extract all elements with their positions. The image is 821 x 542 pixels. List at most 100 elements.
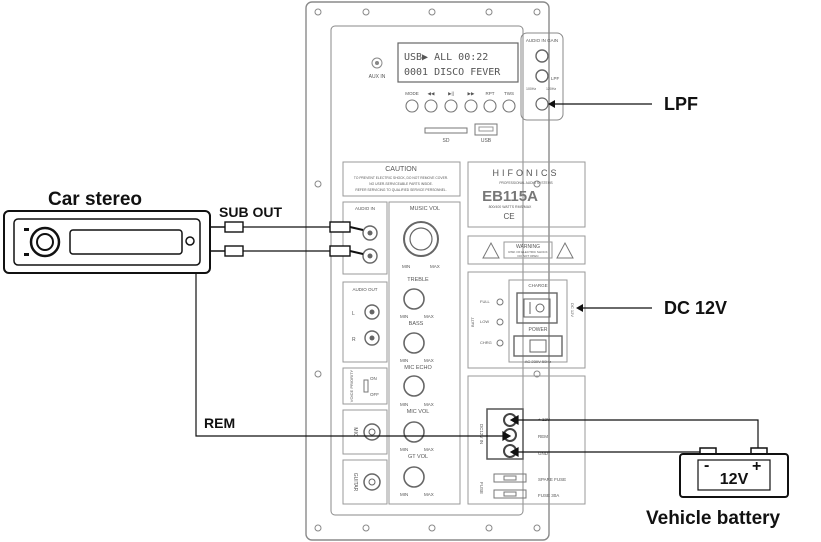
rca-plug-right-stereo (224, 245, 244, 257)
voice-off-label: OFF (370, 392, 379, 397)
dc12v-in-label: DC12V IN (479, 424, 484, 444)
audio-out-right-jack[interactable] (364, 330, 380, 346)
audio-out-section: AUDIO OUT L R (342, 281, 388, 363)
mounting-screws (314, 8, 541, 532)
caution-line-2: REFER SERVICING TO QUALIFIED SERVICE PER… (355, 188, 446, 192)
low-led (496, 318, 504, 326)
ac-power-socket[interactable] (513, 335, 563, 357)
car-stereo-unit (3, 210, 211, 274)
lcd-display (397, 42, 519, 83)
rem-small-label: REM (538, 434, 548, 439)
voice-priority-switch[interactable] (363, 379, 369, 393)
mic-echo-min: MIN (400, 402, 408, 407)
usb-port[interactable] (474, 123, 498, 136)
spare-fuse-holder[interactable] (493, 473, 527, 483)
music-vol-max: MAX (430, 264, 440, 269)
stereo-volume-knob[interactable] (29, 226, 61, 258)
vehicle-battery (679, 447, 789, 498)
charge-switch[interactable] (516, 292, 558, 324)
chrg-label: CHRG (480, 340, 492, 345)
amplifier-panel (305, 1, 550, 541)
sd-slot[interactable] (424, 127, 468, 134)
button-label-5: TWS (504, 91, 514, 96)
full-led (496, 298, 504, 306)
audio-out-label: AUDIO OUT (352, 287, 377, 292)
guitar-label: GUITAR (352, 473, 358, 492)
lpf-small-label: LPF (551, 76, 560, 81)
audio-in-jack-top[interactable] (362, 225, 378, 241)
prev-button[interactable] (424, 99, 438, 113)
treble-knob[interactable] (403, 288, 425, 310)
tws-button[interactable] (502, 99, 516, 113)
sd-label: SD (443, 138, 450, 144)
battery-plus-label: + (752, 458, 761, 475)
mode-button[interactable] (405, 99, 419, 113)
treble-min: MIN (400, 314, 408, 319)
warning-line-1: DO NOT OPEN (518, 254, 539, 258)
rca-plug-left-stereo (224, 221, 244, 233)
rem-label: REM (204, 415, 235, 431)
usb-label: USB (481, 138, 492, 144)
model-name: EB115A (482, 188, 538, 205)
mic-label: MIC (352, 427, 358, 437)
bass-max: MAX (424, 358, 434, 363)
audio-in-jack-bottom[interactable] (362, 248, 378, 264)
button-label-3: ▶▶ (468, 91, 475, 96)
rca-plug-left-amp (329, 221, 351, 233)
fuse-label: FUSE (479, 482, 484, 494)
power-label: POWER (529, 327, 548, 333)
low-label: LOW (480, 319, 489, 324)
mic-vol-label: MIC VOL (407, 409, 430, 415)
aux-in-jack[interactable] (371, 57, 383, 69)
lpf-min-label: 100Hz (526, 87, 536, 91)
button-label-0: MODE (405, 91, 419, 96)
main-fuse-holder[interactable] (493, 489, 527, 499)
mic-input-section: MIC (342, 409, 388, 455)
audio-out-left-jack[interactable] (364, 304, 380, 320)
gt-vol-max: MAX (424, 492, 434, 497)
next-button[interactable] (464, 99, 478, 113)
bass-knob[interactable] (403, 332, 425, 354)
model-subtitle: 800/400 WATTS RMS/MAX (489, 205, 532, 209)
full-label: FULL (480, 299, 491, 304)
treble-label: TREBLE (407, 277, 429, 283)
gain-knob[interactable] (535, 49, 549, 63)
car-stereo-label: Car stereo (48, 189, 142, 210)
lpf-callout (548, 100, 652, 108)
mic-echo-knob[interactable] (403, 375, 425, 397)
repeat-button[interactable] (483, 99, 497, 113)
lpf-switch[interactable] (535, 97, 549, 111)
battery-voltage-label: 12V (720, 471, 749, 488)
rem-wire (195, 273, 512, 442)
fuse-rating-label: FUSE 30A (538, 493, 559, 498)
audio-in-gain-label: AUDIO IN GAIN (526, 38, 558, 43)
caution-title: CAUTION (385, 166, 417, 173)
gain-lpf-box (520, 32, 564, 121)
guitar-volume-knob[interactable] (403, 466, 425, 488)
battery-minus-label: - (704, 457, 709, 474)
guitar-jack[interactable] (363, 473, 381, 491)
transport-buttons: MODE ◀◀ ▶|| ▶▶ RPT TWS (405, 91, 516, 113)
lpf-knob[interactable] (535, 69, 549, 83)
dc12v-callout (576, 304, 652, 312)
warning-label: WARNING RISK OF ELECTRIC SHOCK DO NOT OP… (467, 235, 586, 265)
music-vol-label: MUSIC VOL (410, 206, 440, 212)
sub-out-label: SUB OUT (219, 204, 282, 220)
play-pause-button[interactable] (444, 99, 458, 113)
lpf-max-label: 120Hz (546, 87, 556, 91)
brand-label: HIFONICS PROFESSIONAL AUDIO SYSTEMS EB11… (467, 161, 586, 228)
media-player-section: AUX IN USB▶ ALL 00:22 0001 DISCO FEVER A… (369, 32, 564, 144)
mic-jack[interactable] (363, 423, 381, 441)
music-volume-knob[interactable] (403, 221, 439, 257)
stereo-eject-button[interactable] (185, 236, 195, 246)
lcd-line-1: USB▶ ALL 00:22 (404, 52, 488, 63)
ce-mark: CE (503, 212, 514, 221)
gt-vol-min: MIN (400, 492, 408, 497)
button-label-2: ▶|| (448, 91, 454, 96)
mic-volume-knob[interactable] (403, 421, 425, 443)
audio-out-l: L (352, 311, 355, 317)
stereo-display (69, 229, 183, 255)
mic-echo-max: MAX (424, 402, 434, 407)
warning-line-0: RISK OF ELECTRIC SHOCK (508, 250, 547, 254)
